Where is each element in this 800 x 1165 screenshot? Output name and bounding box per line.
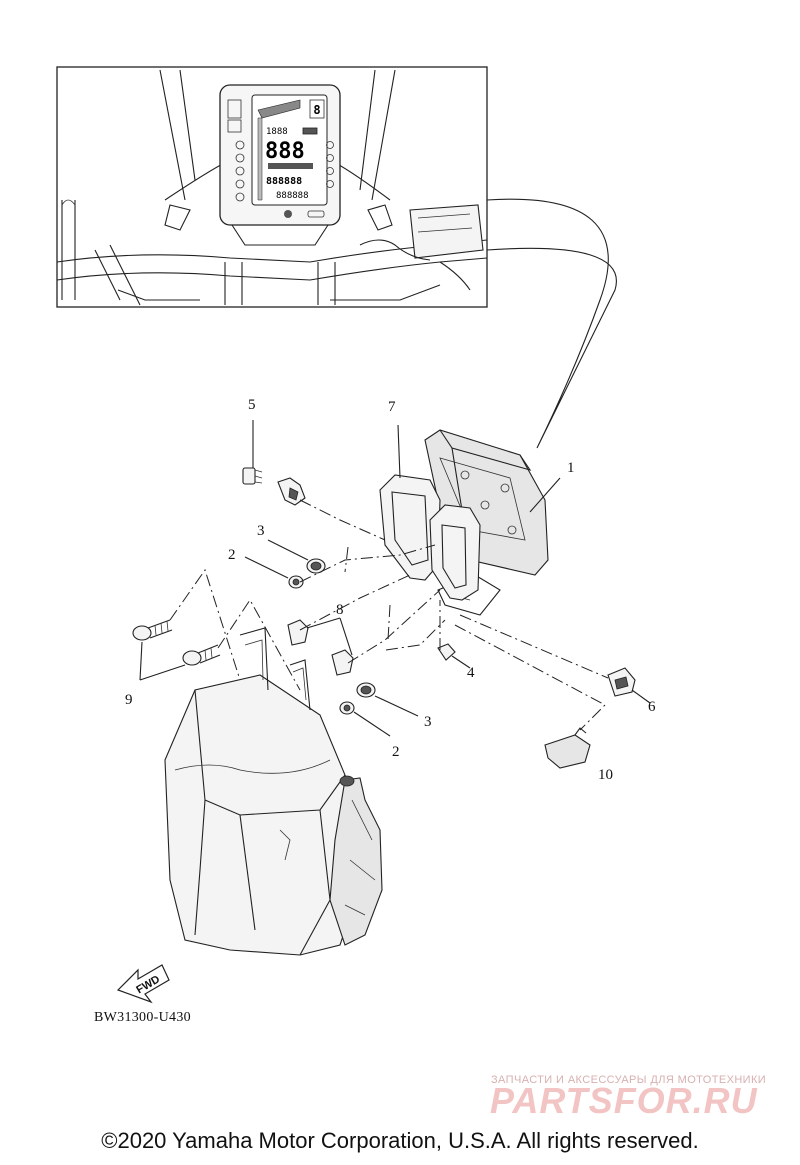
- meter-odometer-readout: 888888: [266, 176, 302, 187]
- fwd-arrow: FWD: [116, 964, 170, 1004]
- drawing-code: BW31300-U430: [94, 1010, 191, 1025]
- meter-gear-readout: 8: [313, 103, 320, 117]
- callout-4: 4: [467, 665, 475, 681]
- callout-2-upper: 2: [228, 547, 236, 563]
- callout-3-upper: 3: [257, 523, 265, 539]
- collar-part-2-lower: [339, 604, 446, 737]
- callout-8: 8: [336, 602, 344, 618]
- screws-part-9: [132, 568, 301, 691]
- cap-part-10: [454, 624, 606, 769]
- watermark-tagline: ЗАПЧАСТИ И АКСЕССУАРЫ ДЛЯ МОТОТЕХНИКИ: [491, 1074, 766, 1086]
- svg-text:888888: 888888: [276, 191, 309, 201]
- callout-5: 5: [248, 397, 256, 413]
- watermark-logo: PARTSFOR.RU: [490, 1080, 758, 1121]
- bolt-part-5: [242, 420, 386, 541]
- nut-part-6: [459, 614, 651, 704]
- watermark: ЗАПЧАСТИ И АКСЕССУАРЫ ДЛЯ МОТОТЕХНИКИ PA…: [490, 1074, 766, 1121]
- callout-2-lower: 2: [392, 744, 400, 760]
- screw-part-4: [437, 600, 471, 669]
- callout-9: 9: [125, 692, 133, 708]
- meter-speed-readout: 888: [265, 139, 305, 164]
- callout-6: 6: [648, 699, 656, 715]
- collar-part-2-upper: [244, 556, 304, 589]
- inset-view: 8 1888 888 888888 888888: [56, 66, 488, 308]
- grommet-part-8: [287, 574, 441, 676]
- callout-3-lower: 3: [424, 714, 432, 730]
- grommet-part-3-upper: [267, 539, 326, 574]
- meter-assembly-part-1: [424, 429, 561, 616]
- grommet-part-3-lower: [356, 682, 419, 717]
- callout-1: 1: [567, 460, 575, 476]
- callout-10: 10: [598, 767, 613, 783]
- meter-time-readout: 1888: [266, 127, 288, 137]
- copyright-notice: ©2020 Yamaha Motor Corporation, U.S.A. A…: [101, 1128, 699, 1153]
- callout-labels: 1 2 2 3 3 4 5 6 7 8 9 10: [125, 397, 656, 783]
- callout-7: 7: [388, 399, 396, 415]
- pointer-swoosh: [486, 198, 617, 449]
- headlight-cowl: [164, 627, 383, 956]
- bracket-part-7: [379, 424, 481, 601]
